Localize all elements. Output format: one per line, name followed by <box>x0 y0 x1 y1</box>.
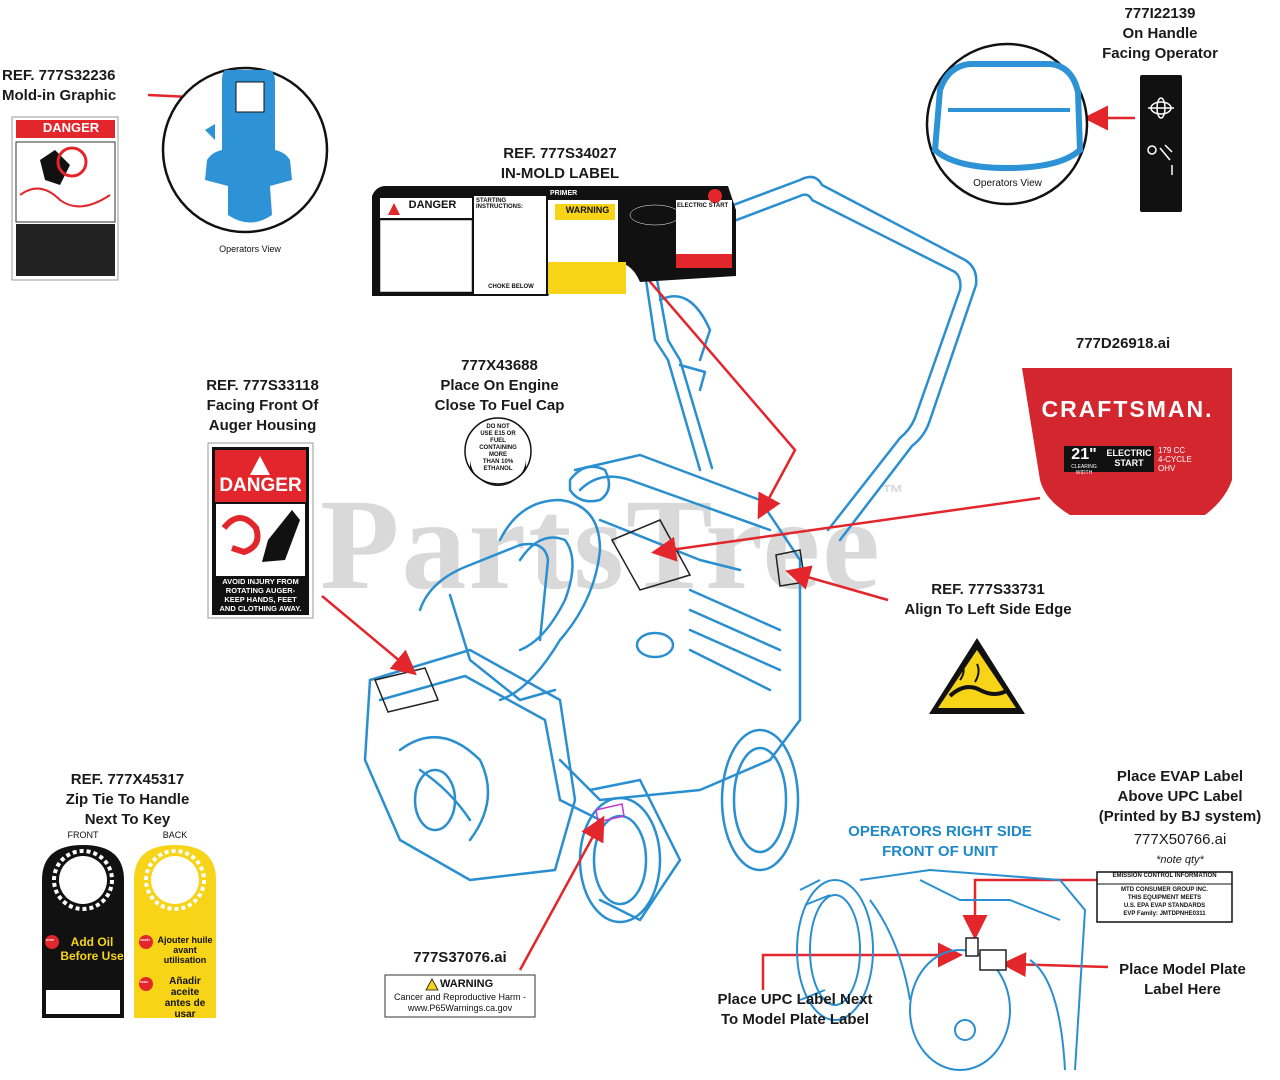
caption-brand: 777D26918.ai <box>1075 335 1171 352</box>
in-mold-label <box>372 186 736 296</box>
craftsman-logo-text: CRAFTSMAN. <box>1041 396 1214 422</box>
in-mold-electric-start: ELECTRIC START <box>677 203 729 209</box>
operators-view-left: Operators View <box>219 244 281 254</box>
mold-in-danger-label <box>11 116 119 281</box>
mold-in-graphic <box>161 66 329 234</box>
caption-prop65: 777S37076.ai <box>413 949 507 966</box>
evap-label <box>1096 871 1233 923</box>
in-mold-warning-word: WARNING <box>565 205 610 215</box>
evap-lines: MTD CONSUMER GROUP INC.THIS EQUIPMENT ME… <box>1121 887 1208 917</box>
caption-evap-file: 777X50766.ai <box>1133 831 1227 848</box>
right-side-view <box>796 869 1086 1071</box>
brand-size: 21" <box>1071 446 1097 463</box>
handle-decal <box>1140 75 1182 212</box>
mold-in-danger-word: DANGER <box>42 120 100 135</box>
placement-marks <box>373 519 806 823</box>
operators-view-right: Operators View <box>973 178 1042 189</box>
key-tag-back <box>134 845 216 1018</box>
prop65-label <box>384 974 536 1018</box>
handle-view <box>925 42 1089 206</box>
key-tag-back-caption: BACK <box>162 830 188 840</box>
evap-title: EMISSION CONTROL INFORMATION <box>1112 873 1217 879</box>
snowblower-outline <box>363 175 978 924</box>
key-tag-stop-en: STOP <box>46 938 55 942</box>
key-tag-front <box>42 845 124 1018</box>
key-tag-stop-fr: ARRÊT <box>140 938 151 942</box>
in-mold-danger-word: DANGER <box>408 199 457 211</box>
key-tag-front-caption: FRONT <box>67 830 99 840</box>
in-mold-primer: PRIMER <box>550 190 578 197</box>
craftsman-label <box>1022 368 1232 515</box>
right-side-marks <box>965 937 1007 971</box>
hot-surface-warning <box>929 638 1025 714</box>
brand-clearing: CLEARING WIDTH <box>1071 464 1097 476</box>
caption-evap-note: *note qty* <box>1156 854 1204 866</box>
key-tag-stop-es: PARA <box>140 980 149 984</box>
in-mold-choke: CHOKE BELOW <box>488 284 534 290</box>
engine-fuel-sticker <box>464 417 532 486</box>
auger-danger-word: DANGER <box>219 475 302 496</box>
in-mold-starting: STARTING INSTRUCTIONS: <box>476 198 523 210</box>
prop65-text: Cancer and Reproductive Harm -www.P65War… <box>393 992 527 1013</box>
prop65-warning-word: WARNING <box>440 978 494 990</box>
auger-danger-label <box>207 442 314 619</box>
